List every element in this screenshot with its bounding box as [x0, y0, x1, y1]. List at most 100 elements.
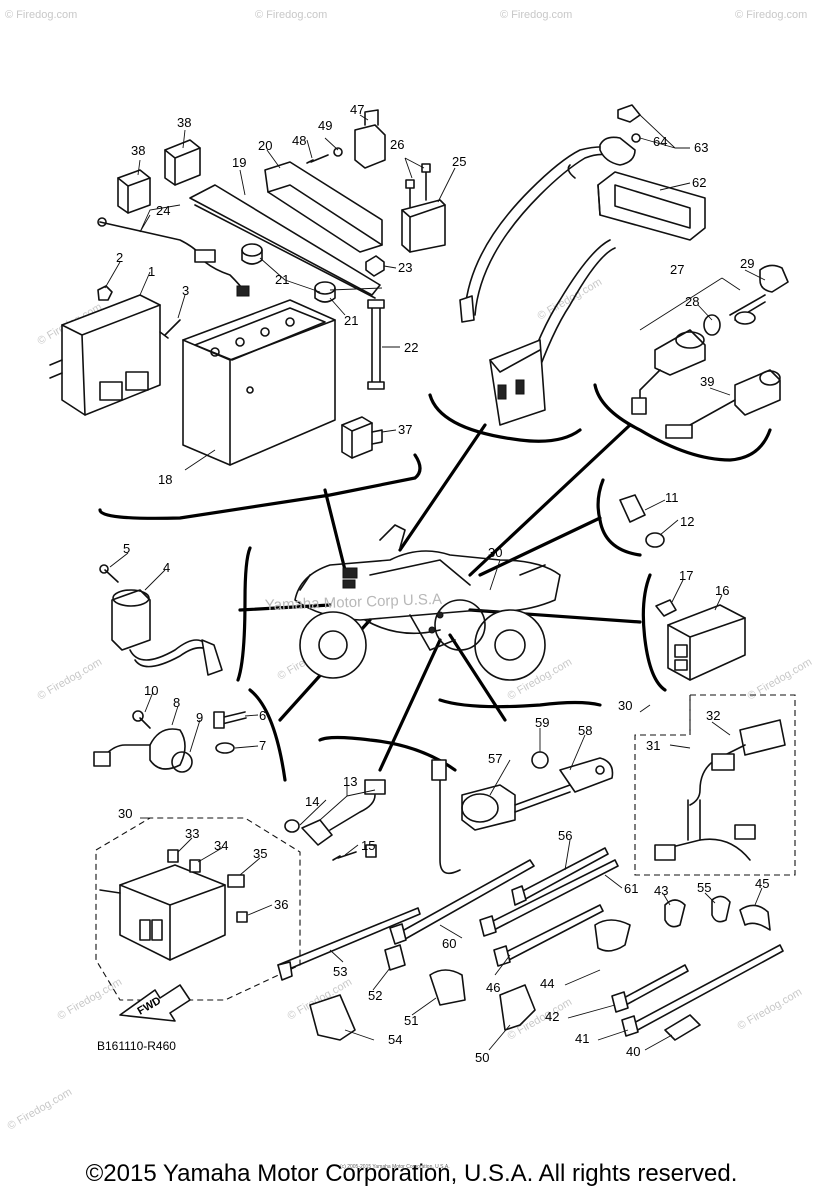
callout-10: 10	[144, 683, 158, 698]
callout-30-center: 30	[488, 545, 502, 560]
callout-leaders	[104, 114, 766, 1051]
strap-part-20	[264, 161, 383, 253]
callout-55: 55	[697, 880, 711, 895]
watermark: © Firedog.com	[735, 9, 807, 21]
watermark: © Firedog.com	[500, 9, 572, 21]
callout-63: 63	[694, 140, 708, 155]
copyright-footer: ©2015 Yamaha Motor Corporation, U.S.A. A…	[85, 1160, 738, 1187]
relays-part-38	[117, 139, 201, 214]
callout-64: 64	[653, 134, 667, 149]
rectifier-part-16	[655, 599, 746, 681]
callout-56: 56	[558, 828, 572, 843]
switch-parts-11-12	[619, 494, 665, 548]
callout-14: 14	[305, 794, 319, 809]
watermark: © Firedog.com	[36, 656, 105, 703]
callout-28: 28	[685, 294, 699, 309]
callout-5: 5	[123, 541, 130, 556]
callout-26: 26	[390, 137, 404, 152]
callout-57: 57	[488, 751, 502, 766]
callout-62: 62	[692, 175, 706, 190]
callout-35: 35	[253, 846, 267, 861]
callout-22: 22	[404, 340, 418, 355]
callout-13: 13	[343, 774, 357, 789]
callout-60: 60	[442, 936, 456, 951]
callout-34: 34	[214, 838, 228, 853]
callout-21b: 21	[344, 313, 358, 328]
callout-42: 42	[545, 1009, 559, 1024]
wire-harness	[459, 146, 616, 426]
callout-58: 58	[578, 723, 592, 738]
callout-50: 50	[475, 1050, 489, 1065]
callout-41: 41	[575, 1031, 589, 1046]
callout-6: 6	[259, 708, 266, 723]
watermark: © Firedog.com	[746, 656, 815, 703]
harness-group-30-right	[634, 694, 796, 876]
meter-part-62	[597, 171, 706, 241]
callout-2: 2	[116, 250, 123, 265]
bolt-nut-parts-22-23	[365, 255, 385, 390]
watermark-center: Yamaha Motor Corp U.S.A	[265, 591, 443, 614]
cable-ties-clamps	[277, 847, 784, 1041]
region-boundaries	[98, 383, 772, 782]
callout-45: 45	[755, 876, 769, 891]
callout-9: 9	[196, 710, 203, 725]
sensor-parts-13-15	[284, 779, 386, 861]
dampers-part-21	[241, 243, 336, 303]
battery-part-18	[182, 299, 336, 466]
callout-29: 29	[740, 256, 754, 271]
main-switch-parts-27-28-29	[631, 264, 789, 415]
callout-17: 17	[679, 568, 693, 583]
sensor-parts-6-10	[93, 710, 247, 773]
callout-8: 8	[173, 695, 180, 710]
watermark: © Firedog.com	[255, 9, 327, 21]
relay-parts-25-26	[401, 163, 446, 253]
callout-48: 48	[292, 133, 306, 148]
callout-24: 24	[156, 203, 170, 218]
watermark: © Firedog.com	[6, 1086, 75, 1133]
callout-38a: 38	[177, 115, 191, 130]
callout-25: 25	[452, 154, 466, 169]
callout-32: 32	[706, 708, 720, 723]
callout-38b: 38	[131, 143, 145, 158]
ignition-coil-part-4	[99, 564, 223, 676]
callout-16: 16	[715, 583, 729, 598]
callout-44: 44	[540, 976, 554, 991]
callout-18: 18	[158, 472, 172, 487]
fuse-box-group-30-left	[95, 817, 301, 1001]
callout-52: 52	[368, 988, 382, 1003]
fasteners-2-3	[97, 285, 181, 339]
indicator-parts-63-64	[599, 104, 641, 166]
callout-4: 4	[163, 560, 170, 575]
battery-bracket-part-19	[189, 184, 381, 299]
callout-15: 15	[361, 838, 375, 853]
callout-7: 7	[259, 738, 266, 753]
callout-54: 54	[388, 1032, 402, 1047]
callout-37: 37	[398, 422, 412, 437]
drawing-code: B161110-R460	[97, 1039, 176, 1053]
callout-47: 47	[350, 102, 364, 117]
callout-21a: 21	[275, 272, 289, 287]
callout-46: 46	[486, 980, 500, 995]
callout-27: 27	[670, 262, 684, 277]
callout-12: 12	[680, 514, 694, 529]
callout-43: 43	[654, 883, 668, 898]
relay-part-37	[341, 416, 383, 459]
callout-19: 19	[232, 155, 246, 170]
callout-49: 49	[318, 118, 332, 133]
callout-30-left: 30	[118, 806, 132, 821]
sensor-part-47	[306, 109, 386, 169]
callout-53: 53	[333, 964, 347, 979]
callout-61: 61	[624, 881, 638, 896]
atv-illustration: Yamaha Motor Corp U.S.A	[265, 524, 561, 681]
callout-23: 23	[398, 260, 412, 275]
callout-3: 3	[182, 283, 189, 298]
fwd-arrow: FWD	[119, 984, 191, 1022]
callout-36: 36	[274, 897, 288, 912]
callout-11: 11	[665, 490, 679, 505]
callout-39: 39	[700, 374, 714, 389]
callout-51: 51	[404, 1013, 418, 1028]
callout-20: 20	[258, 138, 272, 153]
footer-tiny-copyright: (c) 2005-2015 Yamaha Motor Corporation, …	[340, 1164, 450, 1170]
watermark: © Firedog.com	[736, 986, 805, 1033]
watermark: © Firedog.com	[5, 9, 77, 21]
